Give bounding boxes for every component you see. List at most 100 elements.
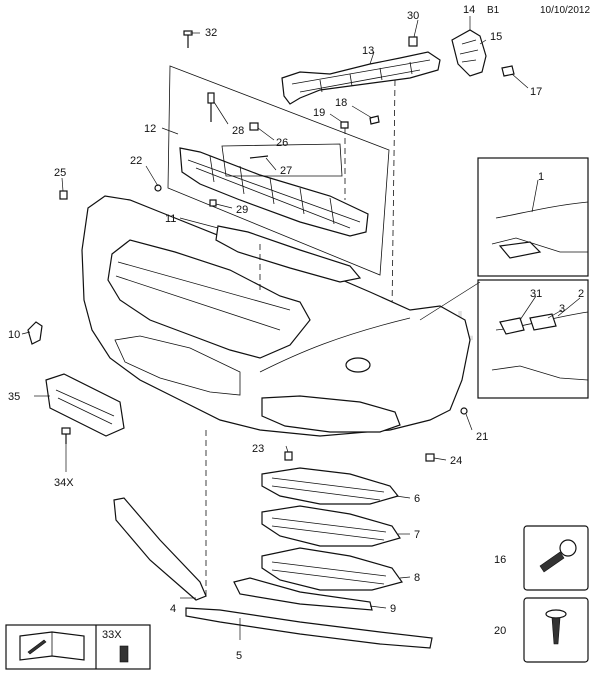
licence-plate-bracket xyxy=(45,373,125,444)
impact-bracket xyxy=(179,147,369,237)
callout-17: 17 xyxy=(530,86,542,98)
screw-24 xyxy=(425,453,435,462)
bracket-panel-outline xyxy=(167,65,390,276)
screw-21 xyxy=(460,407,468,415)
lower-trim xyxy=(113,430,433,649)
inset-pointer xyxy=(419,281,481,321)
side-bracket xyxy=(281,29,515,311)
spoiler-4 xyxy=(113,497,207,601)
side-bracket-14-ribs xyxy=(459,39,479,63)
leader-12 xyxy=(161,127,179,135)
leader-21 xyxy=(465,413,473,431)
leader-6 xyxy=(395,495,411,499)
clip-16 xyxy=(539,551,565,573)
leader-13 xyxy=(369,51,375,65)
clip-30 xyxy=(408,36,418,47)
bumper-cover xyxy=(27,190,471,462)
screw-34x-head xyxy=(61,427,71,435)
callout-16: 16 xyxy=(494,554,506,566)
guide-13 xyxy=(391,79,396,311)
callout-14: 14 xyxy=(463,4,475,16)
callout-19: 19 xyxy=(313,107,325,119)
leader-8 xyxy=(399,576,411,579)
impact-bracket-ribs xyxy=(187,155,361,229)
leader-31 xyxy=(519,295,537,321)
leader-27 xyxy=(265,157,277,171)
inset-detail-1 xyxy=(477,157,589,277)
fog-lamp-opening xyxy=(261,395,401,433)
inset-1-marker xyxy=(498,241,542,259)
lower-grille-frame xyxy=(114,335,241,396)
callout-21: 21 xyxy=(476,431,488,443)
callout-13: 13 xyxy=(362,45,374,57)
leader-2 xyxy=(557,297,581,317)
callout-11: 11 xyxy=(165,213,176,225)
screw-17 xyxy=(501,65,515,77)
callout-15: 15 xyxy=(490,31,502,43)
grille-8-slats xyxy=(271,561,387,585)
screw-27 xyxy=(249,155,269,159)
callout-22: 22 xyxy=(130,155,142,167)
callout-7: 7 xyxy=(414,529,420,541)
side-bracket-13 xyxy=(281,51,441,105)
leader-28 xyxy=(213,101,229,125)
callout-24: 24 xyxy=(450,455,462,467)
grille-6 xyxy=(261,467,400,505)
fog-grilles xyxy=(261,467,403,591)
leader-30 xyxy=(413,19,419,38)
diagram-date: 10/10/2012 xyxy=(540,5,590,16)
inset-2-lamp xyxy=(499,317,525,335)
leader-26 xyxy=(257,127,275,141)
callout-26: 26 xyxy=(276,137,288,149)
legend-box: 33X xyxy=(5,624,151,670)
grille-opening xyxy=(107,239,311,359)
screw-28 xyxy=(207,92,215,104)
licence-plate-bracket-ribs xyxy=(55,389,115,425)
leader-11 xyxy=(179,217,219,229)
wrench-icon xyxy=(27,639,47,655)
screw-23 xyxy=(284,451,293,461)
leader-18 xyxy=(351,105,373,119)
vial-icon xyxy=(119,645,129,663)
callout-34x: 34X xyxy=(54,477,74,489)
grille-opening-edge xyxy=(115,261,291,331)
leader-23 xyxy=(285,445,289,453)
leader-22 xyxy=(145,165,159,187)
callout-12: 12 xyxy=(144,123,156,135)
bracket-panel xyxy=(154,30,390,276)
leader-19 xyxy=(329,113,343,123)
licence-plate-bracket-35 xyxy=(45,373,125,437)
grille-6-slats xyxy=(271,477,385,501)
clip-25 xyxy=(59,190,68,200)
grille-7 xyxy=(261,505,401,547)
callout-labels: 32 30 14 15 17 13 12 18 19 28 26 27 29 2… xyxy=(8,4,584,662)
fastener-inset-16 xyxy=(523,525,589,591)
lip-5 xyxy=(185,607,433,649)
callout-25: 25 xyxy=(54,167,66,179)
clip-26 xyxy=(249,122,259,131)
fastener-inset-20 xyxy=(523,597,589,663)
callout-10: 10 xyxy=(8,329,20,341)
callout-1: 1 xyxy=(538,171,544,183)
inset-detail-2 xyxy=(477,279,589,399)
leader-17 xyxy=(511,73,529,89)
callout-31: 31 xyxy=(530,288,542,300)
callout-3: 3 xyxy=(559,303,565,315)
leader-29 xyxy=(215,203,233,209)
callout-8: 8 xyxy=(414,572,420,584)
callout-18: 18 xyxy=(335,97,347,109)
callout-2: 2 xyxy=(578,288,584,300)
leader-10 xyxy=(21,331,31,335)
leader-1 xyxy=(531,179,539,213)
callout-9: 9 xyxy=(390,603,396,615)
absorber-strip-11 xyxy=(215,225,362,283)
leader-24 xyxy=(433,457,447,461)
inset-2-lamp-housing xyxy=(529,313,557,331)
bolt-22 xyxy=(154,184,162,192)
callout-35: 35 xyxy=(8,391,20,403)
bracket-inner-frame xyxy=(221,143,343,177)
callout-30: 30 xyxy=(407,10,419,22)
grille-7-slats xyxy=(271,517,387,541)
bumper-crease xyxy=(259,317,411,373)
